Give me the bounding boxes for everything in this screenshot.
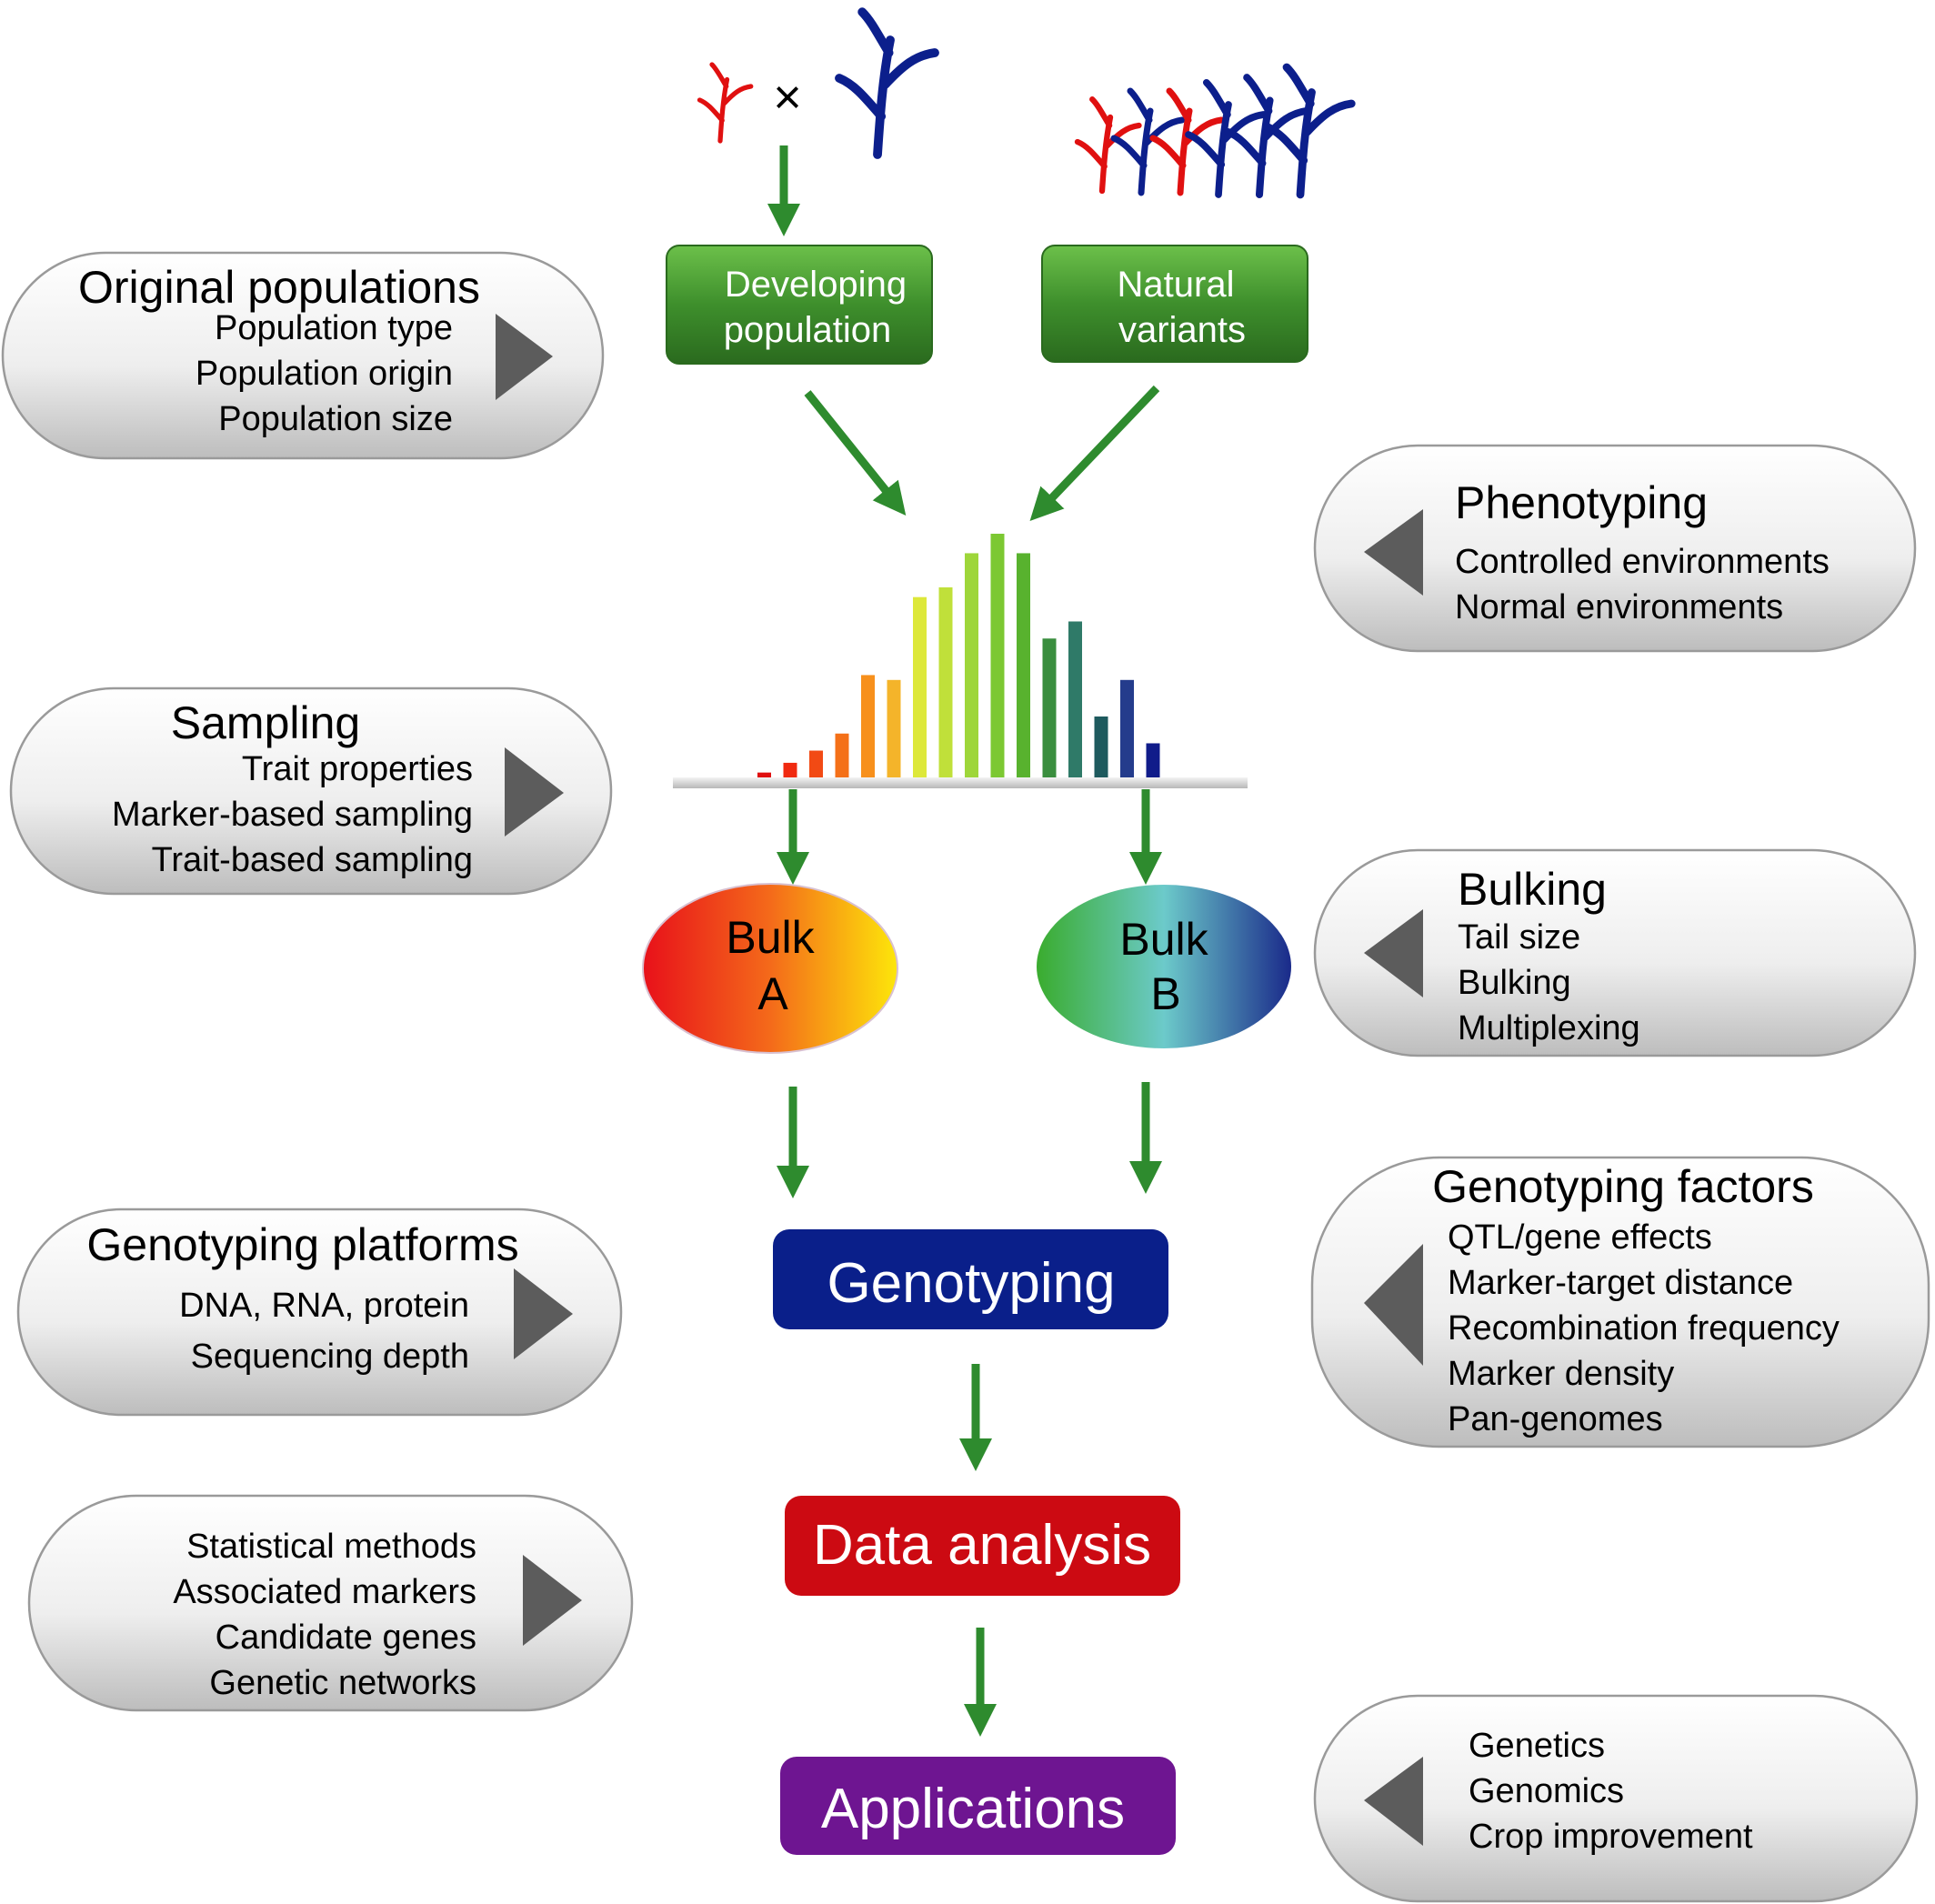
histogram-baseline xyxy=(673,777,1248,788)
panel-title: Bulking xyxy=(1458,864,1607,915)
histogram-bar xyxy=(965,553,978,777)
panel-item: Sequencing depth xyxy=(191,1338,469,1376)
triangle-right-icon xyxy=(496,314,553,400)
histogram-bar xyxy=(1042,638,1057,777)
panel-data-analysis-details: Statistical methods Associated markers C… xyxy=(27,1494,634,1712)
triangle-left-icon xyxy=(1364,909,1423,997)
developing-population-box: Developing population xyxy=(666,245,933,365)
panel-item: Marker-target distance xyxy=(1448,1264,1793,1302)
data-analysis-label: Data analysis xyxy=(813,1514,1151,1577)
histogram-bar xyxy=(861,675,875,777)
panel-genotyping-factors: Genotyping factors QTL/gene effects Mark… xyxy=(1310,1156,1930,1448)
panel-title: Phenotyping xyxy=(1455,477,1708,528)
natural-variants-line1: Natural xyxy=(1118,265,1235,305)
panel-item: Pan-genomes xyxy=(1448,1400,1663,1438)
panel-item: Trait properties xyxy=(242,750,473,788)
histogram-bar xyxy=(809,750,823,777)
developing-population-line2: population xyxy=(724,310,892,350)
histogram-bar xyxy=(938,586,953,777)
panel-item: Candidate genes xyxy=(216,1618,476,1657)
panel-item: Trait-based sampling xyxy=(152,841,473,879)
histogram-bar xyxy=(1120,679,1134,777)
histogram-bar xyxy=(757,772,771,777)
histogram-bar xyxy=(887,679,901,777)
panel-item: Tail size xyxy=(1458,918,1580,957)
histogram-bar xyxy=(1068,621,1082,777)
applications-label: Applications xyxy=(821,1778,1125,1840)
arrow-natural-to-distribution xyxy=(1029,385,1160,522)
developing-population-line1: Developing xyxy=(725,265,907,305)
panel-item: Genetics xyxy=(1469,1727,1605,1765)
histogram-bar xyxy=(913,596,927,777)
triangle-right-icon xyxy=(514,1268,573,1359)
natural-variants-line2: variants xyxy=(1118,310,1246,350)
panel-item: Normal environments xyxy=(1455,588,1783,626)
panel-item: QTL/gene effects xyxy=(1448,1218,1712,1257)
panel-title: Genotyping factors xyxy=(1432,1161,1814,1212)
flow-arrows xyxy=(767,145,1162,1737)
panel-item: Recombination frequency xyxy=(1448,1309,1840,1348)
histogram-bar xyxy=(990,534,1005,777)
panel-title: Sampling xyxy=(171,697,360,748)
genotyping-box: Genotyping xyxy=(773,1229,1168,1329)
panel-title: Original populations xyxy=(78,262,480,313)
panel-item: Population type xyxy=(215,309,453,347)
triangle-left-icon xyxy=(1364,1757,1423,1846)
natural-variants-plants-icon xyxy=(1078,67,1351,195)
panel-item: Population size xyxy=(218,400,453,438)
triangle-left-icon xyxy=(1364,1244,1423,1366)
red-parent-plant-icon xyxy=(700,65,751,141)
panel-item: Marker-based sampling xyxy=(112,796,473,834)
histogram-bar xyxy=(1094,717,1108,777)
triangle-right-icon xyxy=(523,1555,582,1646)
blue-parent-plant-icon xyxy=(839,12,935,155)
arrow-developing-to-distribution xyxy=(804,390,907,516)
panel-applications-details: Genetics Genomics Crop improvement xyxy=(1313,1694,1919,1903)
bulk-b-line2: B xyxy=(1150,968,1180,1019)
triangle-right-icon xyxy=(505,747,564,837)
panel-item: Controlled environments xyxy=(1455,543,1830,581)
panel-item: DNA, RNA, protein xyxy=(179,1287,469,1325)
panel-item: Multiplexing xyxy=(1458,1009,1640,1047)
panel-item: Population origin xyxy=(196,355,453,393)
histogram-bar xyxy=(835,733,849,777)
panel-item: Genetic networks xyxy=(209,1664,476,1702)
histogram-bar xyxy=(783,762,797,777)
panel-item: Genomics xyxy=(1469,1772,1624,1810)
triangle-left-icon xyxy=(1364,509,1423,596)
panel-item: Statistical methods xyxy=(186,1528,476,1566)
panel-title: Genotyping platforms xyxy=(86,1219,518,1270)
bulk-a-line1: Bulk xyxy=(726,912,815,963)
panel-sampling: Sampling Trait properties Marker-based s… xyxy=(9,686,613,896)
natural-variants-box: Natural variants xyxy=(1041,245,1308,363)
histogram-bar xyxy=(1146,743,1160,777)
panel-phenotyping: Phenotyping Controlled environments Norm… xyxy=(1313,444,1917,653)
panel-item: Associated markers xyxy=(173,1573,476,1611)
panel-item: Crop improvement xyxy=(1469,1818,1753,1856)
panel-bulking: Bulking Tail size Bulking Multiplexing xyxy=(1313,848,1917,1057)
applications-box: Applications xyxy=(780,1757,1176,1855)
panel-item: Bulking xyxy=(1458,964,1571,1002)
histogram-bar xyxy=(1017,553,1030,777)
panel-item: Marker density xyxy=(1448,1355,1674,1393)
cross-icon: × xyxy=(773,70,802,125)
bulk-b-line1: Bulk xyxy=(1119,914,1208,965)
bulk-b-ellipse: Bulk B xyxy=(1037,885,1291,1048)
data-analysis-box: Data analysis xyxy=(785,1496,1180,1596)
panel-genotyping-platforms: Genotyping platforms DNA, RNA, protein S… xyxy=(16,1208,623,1417)
phenotype-distribution-histogram xyxy=(673,534,1248,788)
bulk-a-line2: A xyxy=(757,968,788,1019)
genotyping-label: Genotyping xyxy=(827,1252,1115,1315)
panel-original-populations: Original populations Population type Pop… xyxy=(1,251,605,460)
bulk-a-ellipse: Bulk A xyxy=(642,883,898,1054)
